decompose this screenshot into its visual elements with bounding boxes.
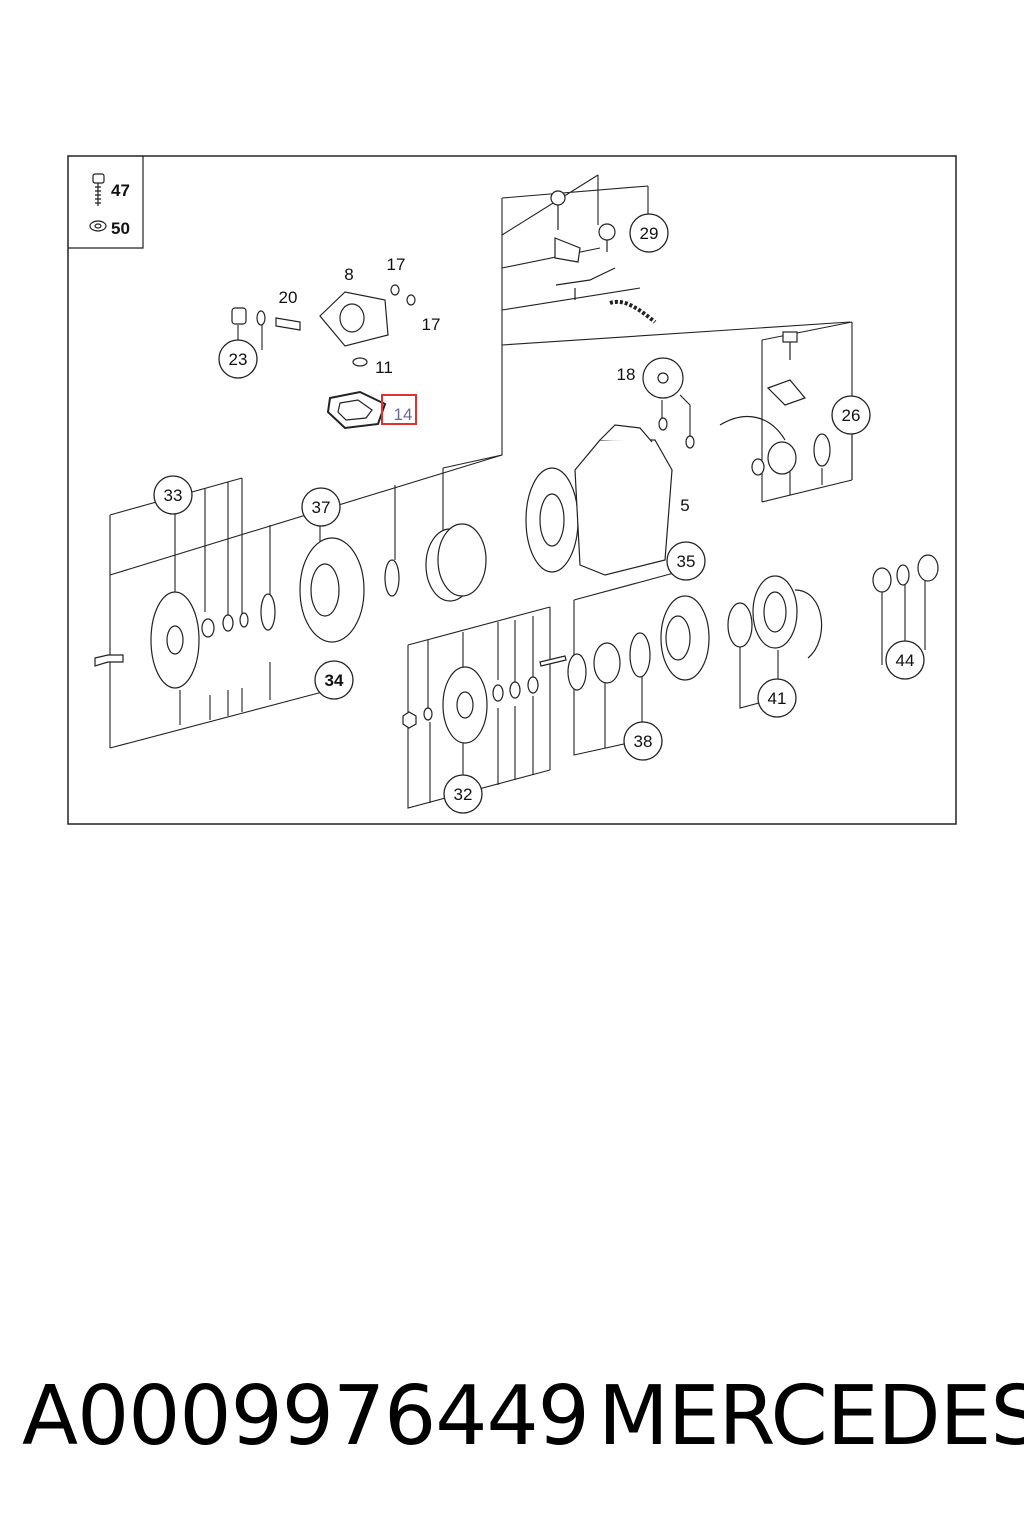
callout-circle-35 bbox=[666, 541, 706, 581]
callout-29: 29 bbox=[640, 224, 659, 243]
callout-circle-37 bbox=[301, 487, 341, 527]
legend-washer-label: 50 bbox=[111, 219, 130, 238]
legend-screw-label: 47 bbox=[111, 181, 130, 200]
washer-icon bbox=[89, 220, 107, 232]
callout-14: 14 bbox=[394, 405, 413, 424]
callout-34: 34 bbox=[325, 671, 344, 690]
callout-circle-29 bbox=[629, 213, 669, 253]
callout-18: 18 bbox=[617, 365, 636, 384]
callout-20: 20 bbox=[279, 288, 298, 307]
callout-23: 23 bbox=[229, 350, 248, 369]
callout-labels: 8 17 17 20 11 23 29 18 26 5 33 37 34 35 … bbox=[164, 224, 915, 804]
callout-5: 5 bbox=[680, 496, 689, 515]
callout-26: 26 bbox=[842, 406, 861, 425]
component-sketches bbox=[94, 190, 939, 744]
callout-33: 33 bbox=[164, 486, 183, 505]
callout-circle-32 bbox=[443, 774, 483, 814]
brand-label: MERCEDES bbox=[598, 1369, 1024, 1464]
callout-circle-41 bbox=[757, 678, 797, 718]
callout-17-top: 17 bbox=[387, 255, 406, 274]
callout-circle-33 bbox=[153, 475, 193, 515]
diagram-frame bbox=[67, 155, 957, 825]
caption-bar: A0009976449 MERCEDES bbox=[0, 1362, 1024, 1472]
callout-38: 38 bbox=[634, 732, 653, 751]
callout-circle-38 bbox=[623, 721, 663, 761]
compressor-body-part bbox=[574, 439, 673, 576]
callout-44: 44 bbox=[896, 651, 915, 670]
legend-box: 47 50 bbox=[68, 156, 144, 249]
callout-32: 32 bbox=[454, 785, 473, 804]
callout-8: 8 bbox=[344, 265, 353, 284]
callout-11: 11 bbox=[375, 358, 393, 377]
leader-lines bbox=[109, 174, 926, 809]
callout-circle-23 bbox=[218, 339, 258, 379]
callout-bubbles bbox=[153, 213, 925, 814]
callout-circle-34 bbox=[314, 660, 354, 700]
callout-circle-44 bbox=[885, 640, 925, 680]
highlighted-part-14[interactable]: 14 bbox=[381, 394, 417, 425]
screw-icon bbox=[92, 173, 105, 206]
callout-35: 35 bbox=[677, 552, 696, 571]
exploded-parts-diagram: 47 50 bbox=[67, 155, 957, 825]
callout-17-right: 17 bbox=[422, 315, 441, 334]
callout-37: 37 bbox=[312, 498, 331, 517]
callout-41: 41 bbox=[768, 689, 787, 708]
callout-circle-26 bbox=[831, 395, 871, 435]
highlight-box bbox=[381, 394, 417, 425]
part-number-label: A0009976449 bbox=[22, 1369, 590, 1464]
